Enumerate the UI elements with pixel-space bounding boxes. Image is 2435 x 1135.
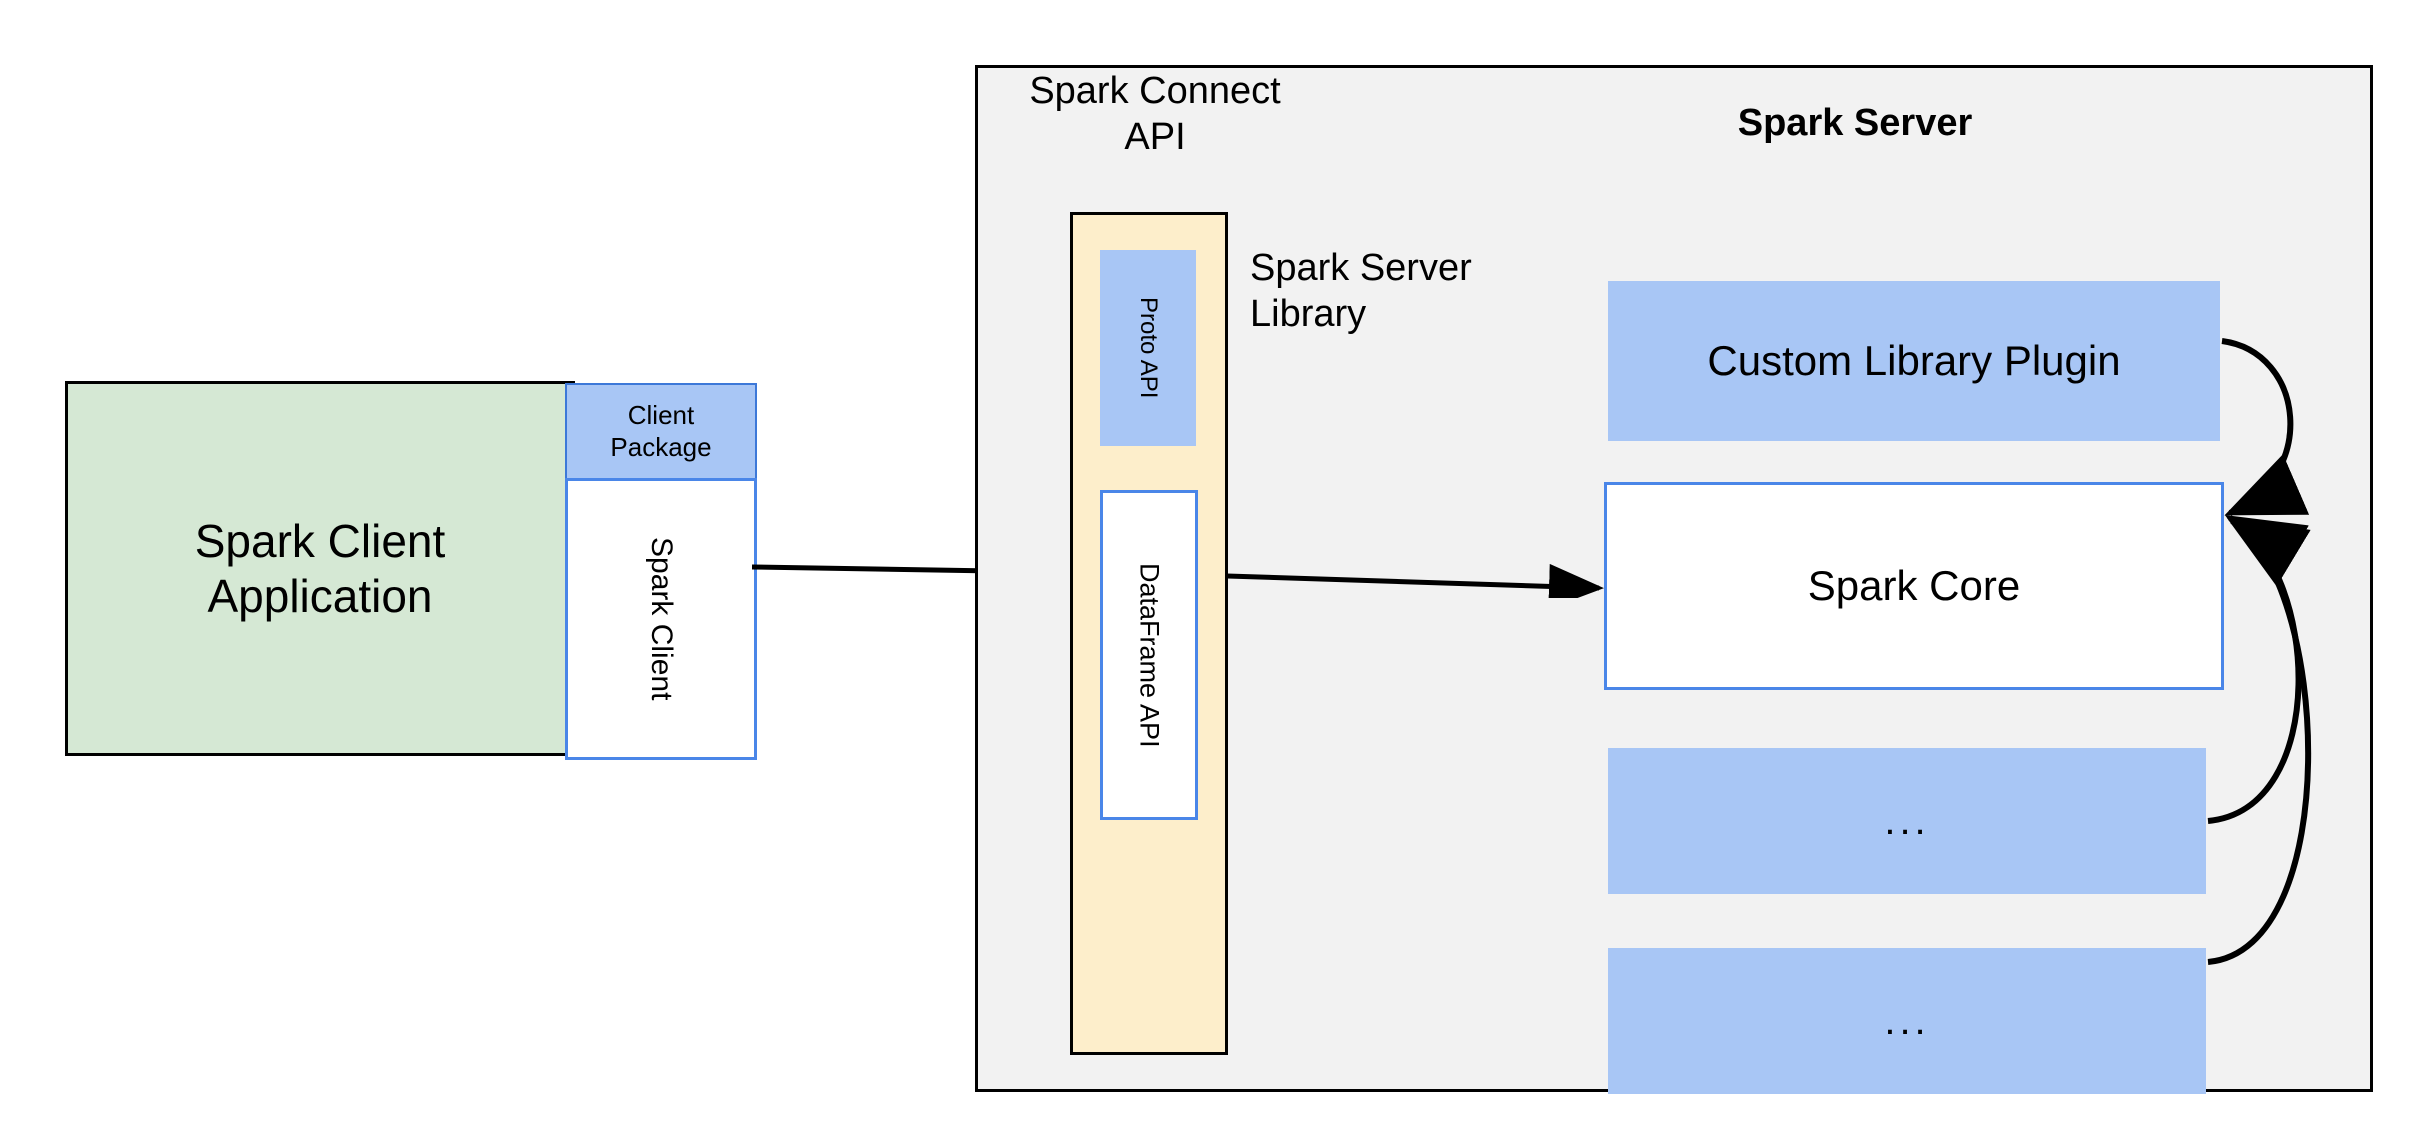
- proto-api-label: Proto API: [1135, 297, 1162, 399]
- proto-api-box: Proto API: [1100, 250, 1196, 446]
- ellipsis-box-1: ...: [1608, 748, 2206, 894]
- ellipsis-box-2-label: ...: [1884, 999, 1930, 1043]
- spark-core-box: Spark Core: [1604, 482, 2224, 690]
- ellipsis-box-2: ...: [1608, 948, 2206, 1094]
- plugin-to-spark-core-arrows: [2207, 338, 2312, 965]
- spark-connect-api-label: Spark Connect API: [1029, 69, 1281, 158]
- dataframe-api-label: DataFrame API: [1134, 562, 1165, 748]
- spark-client-application-box: Spark Client Application: [65, 381, 575, 756]
- spark-client-application-label: Spark Client Application: [194, 515, 446, 622]
- arrow-library-to-spark-core: [1227, 563, 1604, 598]
- client-package-box: Client Package: [565, 383, 757, 478]
- custom-library-plugin-box: Custom Library Plugin: [1608, 281, 2220, 441]
- custom-library-plugin-label: Custom Library Plugin: [1707, 337, 2121, 384]
- spark-client-box: Spark Client: [565, 478, 757, 760]
- spark-core-label: Spark Core: [1807, 562, 2021, 609]
- spark-client-label: Spark Client: [645, 537, 678, 701]
- spark-server-title: Spark Server: [1737, 101, 1973, 144]
- dataframe-api-box: DataFrame API: [1100, 490, 1198, 820]
- spark-server-library-label: Spark Server Library: [1250, 247, 1472, 336]
- ellipsis-box-1-label: ...: [1884, 799, 1930, 843]
- client-package-label: Client Package: [610, 400, 712, 462]
